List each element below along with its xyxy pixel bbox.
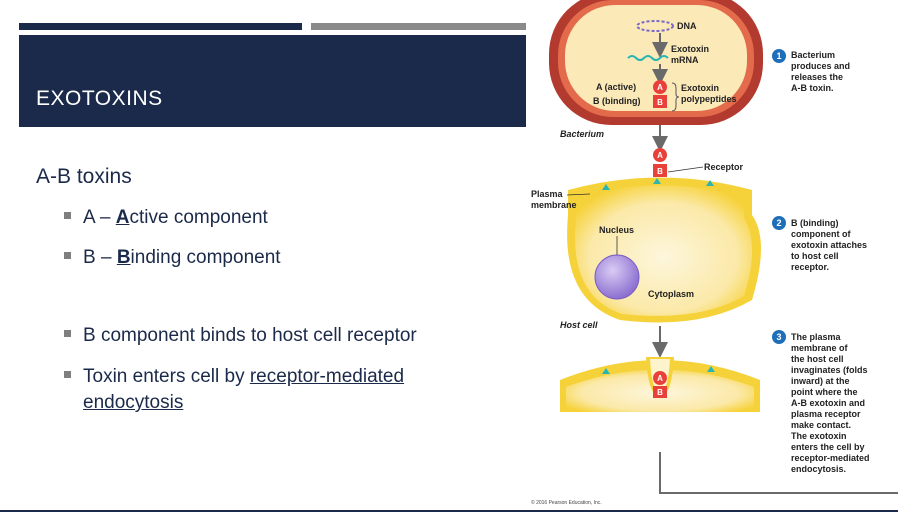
- plasma-label-1: Plasma: [531, 189, 564, 199]
- svg-text:A: A: [657, 83, 663, 92]
- bullet-marker: [64, 371, 71, 379]
- plasma-label-2: membrane: [531, 200, 577, 210]
- copyright: © 2016 Pearson Education, Inc.: [531, 499, 602, 506]
- b-binding-label: B (binding): [593, 96, 640, 106]
- bullet-marker: [64, 252, 71, 260]
- cytoplasm-label: Cytoplasm: [648, 289, 694, 299]
- svg-text:B: B: [657, 388, 663, 397]
- host-cell: [567, 177, 761, 323]
- bottom-rule: [0, 510, 898, 512]
- svg-text:A: A: [657, 151, 663, 160]
- bacterium: [549, 0, 763, 125]
- polypeptides-label-2: polypeptides: [681, 94, 737, 104]
- membrane-receptors: [602, 178, 714, 190]
- top-accent-bar-gray: [311, 23, 526, 30]
- host-cell-label: Host cell: [560, 320, 598, 330]
- endocytosis-link[interactable]: receptor-mediated: [249, 366, 405, 387]
- a-active-label: A (active): [596, 82, 636, 92]
- toxin-bound: A B: [653, 148, 667, 177]
- exotoxin-mrna-label-2: mRNA: [671, 55, 699, 65]
- bullet-marker: [64, 212, 71, 220]
- title-band: EXOTOXINS: [19, 35, 526, 127]
- step-1: 1 Bacterium produces and releases the A-…: [772, 49, 853, 93]
- svg-text:A: A: [657, 374, 663, 383]
- toxin-in-bacterium: A B: [653, 80, 667, 108]
- bacterium-label: Bacterium: [560, 129, 604, 139]
- nucleus-label: Nucleus: [599, 225, 634, 235]
- receptor-label: Receptor: [704, 162, 744, 172]
- dna-label: DNA: [677, 21, 697, 31]
- bullet-binds-receptor: B component binds to host cell receptor: [64, 323, 417, 349]
- svg-text:2: 2: [776, 218, 781, 228]
- svg-text:3: 3: [776, 332, 781, 342]
- nucleus: [594, 254, 640, 300]
- slide-title: EXOTOXINS: [36, 87, 163, 110]
- svg-text:B: B: [657, 98, 663, 107]
- svg-text:Bacterium produces and: Bacterium produces and releases the A-B …: [791, 50, 853, 93]
- step-2: 2 B (binding) component of exotoxin atta…: [772, 216, 870, 272]
- step-3: 3 The plasma membrane of the host cell i…: [772, 330, 872, 474]
- svg-text:B: B: [657, 167, 663, 176]
- dna-icon: [636, 20, 674, 32]
- svg-text:B (binding) component of: B (binding) component of exotoxin attach…: [791, 218, 870, 272]
- polypeptides-label-1: Exotoxin: [681, 83, 719, 93]
- mrna-icon: [627, 55, 669, 61]
- svg-text:1: 1: [776, 51, 781, 61]
- endocytosis-link-cont[interactable]: endocytosis: [83, 392, 184, 413]
- bullet-a-active: A – Active component: [64, 205, 268, 231]
- bullet-toxin-enters: Toxin enters cell by receptor-mediated e…: [64, 364, 404, 416]
- slide-heading: A-B toxins: [36, 165, 132, 188]
- toxin-endocytosed: A B: [653, 371, 667, 398]
- exotoxin-mrna-label-1: Exotoxin: [671, 44, 709, 54]
- bullet-b-binding: B – Binding component: [64, 245, 281, 271]
- bullet-marker: [64, 330, 71, 338]
- svg-text:The plasma membrane of: The plasma membrane of the host cell inv…: [791, 332, 872, 474]
- top-accent-bar-dark: [19, 23, 302, 30]
